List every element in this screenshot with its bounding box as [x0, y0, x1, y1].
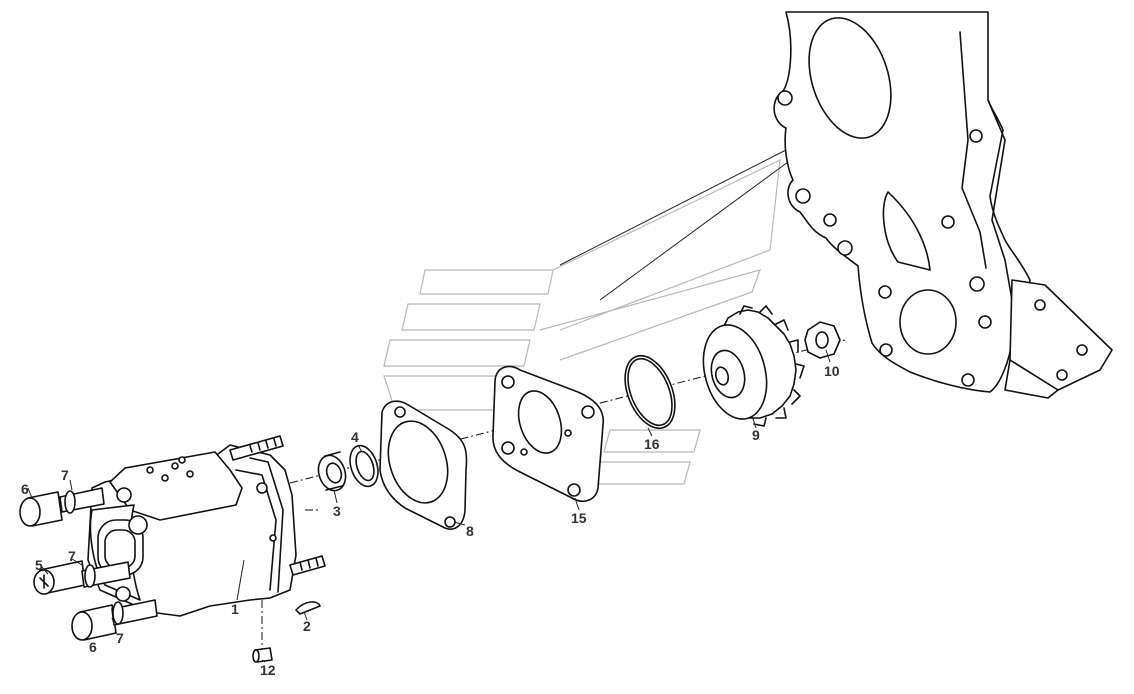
- woodruff-key: [295, 601, 321, 615]
- gasket: [379, 400, 468, 530]
- drive-gear: [702, 305, 805, 427]
- callout-4: 4: [351, 429, 359, 445]
- dowel-pin: [252, 647, 273, 663]
- callout-8: 8: [466, 523, 474, 539]
- callout-labels: 1 2 3 4 5 6 6 7 7 7 8 9 10 12 15 16: [21, 363, 840, 678]
- callout-7-bottom: 7: [116, 630, 124, 646]
- bolt-5: [33, 560, 131, 595]
- mounting-flange: [492, 365, 605, 502]
- callout-2: 2: [303, 618, 311, 634]
- callout-1: 1: [231, 601, 239, 617]
- shaft-seal: [317, 451, 347, 492]
- callout-10: 10: [824, 363, 840, 379]
- bolt-6-bottom: [71, 599, 158, 641]
- studs: [229, 435, 326, 576]
- o-ring-4: [349, 444, 379, 488]
- callout-9: 9: [752, 427, 760, 443]
- hex-nut: [804, 321, 841, 359]
- engine-housing: [773, 11, 1031, 393]
- callout-16: 16: [644, 436, 660, 452]
- o-ring-16: [624, 355, 676, 429]
- callout-3: 3: [333, 503, 341, 519]
- bolt-6-top: [19, 487, 105, 527]
- callout-6-top: 6: [21, 481, 29, 497]
- pump-body: [87, 444, 297, 617]
- callout-7-top: 7: [61, 467, 69, 483]
- callout-15: 15: [571, 510, 587, 526]
- mounting-bracket: [1004, 279, 1113, 399]
- watermark-logo: [383, 158, 781, 485]
- callout-12: 12: [260, 662, 276, 678]
- callout-5: 5: [35, 557, 43, 573]
- leader-lines: [27, 349, 831, 663]
- callout-7-middle: 7: [68, 548, 76, 564]
- callout-6-bottom: 6: [89, 639, 97, 655]
